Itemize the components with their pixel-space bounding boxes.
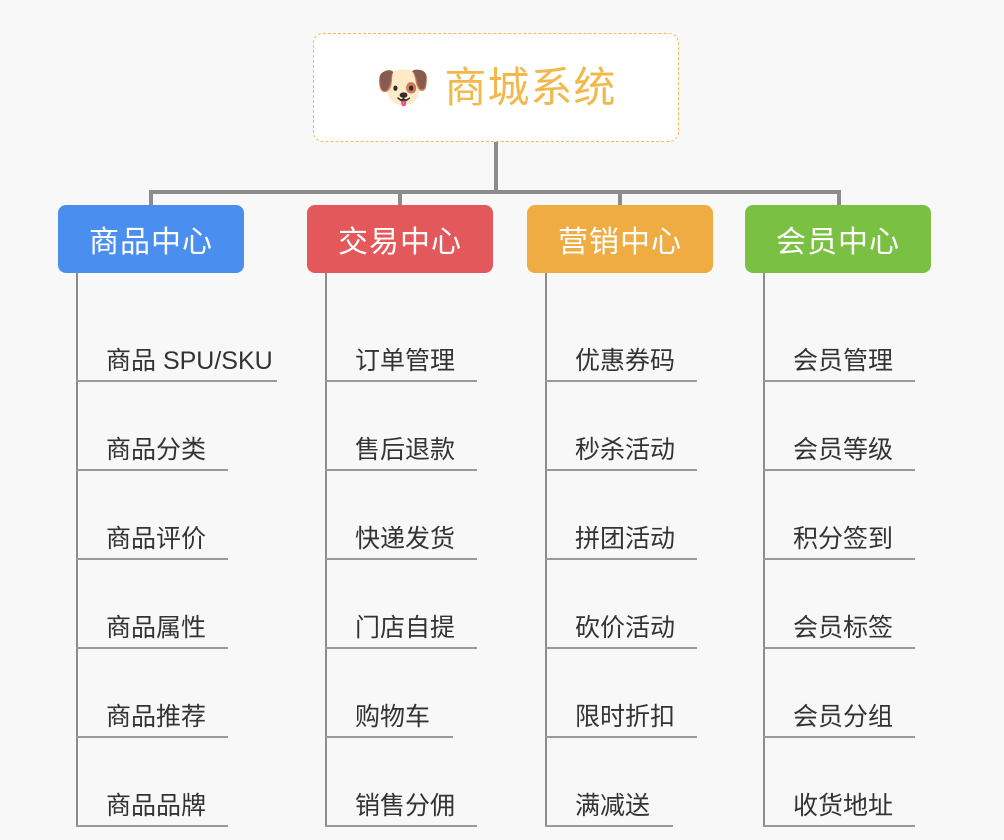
column-member-center: 会员中心会员管理会员等级积分签到会员标签会员分组收货地址	[745, 205, 931, 827]
leaf-spine-trade-center	[325, 273, 327, 827]
leaf-label: 会员标签	[793, 613, 894, 642]
column-trade-center: 交易中心订单管理售后退款快递发货门店自提购物车销售分佣	[307, 205, 493, 827]
connector-drop-trade-center	[398, 190, 402, 208]
leaf-underline	[325, 647, 477, 649]
leaf-item[interactable]: 购物车	[325, 649, 493, 738]
category-header-trade-center[interactable]: 交易中心	[307, 205, 493, 273]
leaf-label: 收货地址	[793, 791, 894, 820]
leaf-spine-product-center	[76, 273, 78, 827]
connector-drop-product-center	[149, 190, 153, 208]
leaf-label: 砍价活动	[575, 613, 676, 642]
leaf-item[interactable]: 商品评价	[76, 471, 244, 560]
leaf-list-product-center: 商品 SPU/SKU 商品分类商品评价商品属性商品推荐商品品牌	[58, 273, 277, 827]
leaf-item[interactable]: 商品 SPU/SKU	[76, 293, 277, 382]
leaf-item[interactable]: 会员标签	[763, 560, 931, 649]
leaf-underline	[763, 380, 915, 382]
leaf-label: 会员等级	[793, 435, 894, 464]
leaf-item[interactable]: 限时折扣	[545, 649, 713, 738]
leaf-underline	[76, 469, 228, 471]
leaf-item[interactable]: 门店自提	[325, 560, 493, 649]
leaf-list-trade-center: 订单管理售后退款快递发货门店自提购物车销售分佣	[307, 273, 493, 827]
category-header-member-center[interactable]: 会员中心	[745, 205, 931, 273]
leaf-item[interactable]: 会员管理	[763, 293, 931, 382]
leaf-item[interactable]: 快递发货	[325, 471, 493, 560]
leaf-label: 商品 SPU/SKU	[106, 346, 273, 375]
leaf-underline	[325, 380, 477, 382]
leaf-item[interactable]: 砍价活动	[545, 560, 713, 649]
leaf-underline	[545, 558, 697, 560]
connector-drop-marketing-center	[618, 190, 622, 208]
leaf-label: 快递发货	[355, 524, 456, 553]
leaf-underline	[76, 558, 228, 560]
leaf-item[interactable]: 积分签到	[763, 471, 931, 560]
connector-horizontal-bus	[149, 190, 841, 194]
root-title: 商城系统	[444, 63, 617, 111]
leaf-item[interactable]: 商品属性	[76, 560, 244, 649]
leaf-spine-marketing-center	[545, 273, 547, 827]
leaf-underline	[545, 825, 673, 827]
leaf-item[interactable]: 收货地址	[763, 738, 931, 827]
leaf-item[interactable]: 商品品牌	[76, 738, 244, 827]
leaf-label: 商品评价	[106, 524, 207, 553]
leaf-item[interactable]: 商品推荐	[76, 649, 244, 738]
leaf-underline	[325, 736, 453, 738]
leaf-label: 会员分组	[793, 702, 894, 731]
leaf-underline	[545, 647, 697, 649]
leaf-item[interactable]: 商品分类	[76, 382, 244, 471]
root-node[interactable]: 🐶 商城系统	[313, 33, 679, 142]
leaf-label: 会员管理	[793, 346, 894, 375]
leaf-spine-member-center	[763, 273, 765, 827]
leaf-list-marketing-center: 优惠券码秒杀活动拼团活动砍价活动限时折扣满减送	[527, 273, 713, 827]
leaf-label: 商品品牌	[106, 791, 207, 820]
leaf-label: 秒杀活动	[575, 435, 676, 464]
leaf-item[interactable]: 会员等级	[763, 382, 931, 471]
leaf-label: 订单管理	[355, 346, 456, 375]
leaf-underline	[763, 469, 915, 471]
leaf-underline	[763, 558, 915, 560]
leaf-label: 满减送	[575, 791, 651, 820]
leaf-underline	[76, 380, 277, 382]
leaf-label: 售后退款	[355, 435, 456, 464]
leaf-list-member-center: 会员管理会员等级积分签到会员标签会员分组收货地址	[745, 273, 931, 827]
leaf-underline	[545, 469, 697, 471]
category-header-marketing-center[interactable]: 营销中心	[527, 205, 713, 273]
leaf-label: 门店自提	[355, 613, 456, 642]
leaf-label: 商品推荐	[106, 702, 207, 731]
leaf-item[interactable]: 售后退款	[325, 382, 493, 471]
leaf-label: 限时折扣	[575, 702, 676, 731]
leaf-underline	[545, 736, 697, 738]
leaf-item[interactable]: 订单管理	[325, 293, 493, 382]
leaf-label: 商品属性	[106, 613, 207, 642]
leaf-underline	[76, 736, 228, 738]
leaf-item[interactable]: 拼团活动	[545, 471, 713, 560]
leaf-label: 拼团活动	[575, 524, 676, 553]
leaf-underline	[76, 647, 228, 649]
leaf-item[interactable]: 秒杀活动	[545, 382, 713, 471]
leaf-underline	[325, 558, 477, 560]
leaf-underline	[763, 736, 915, 738]
column-product-center: 商品中心商品 SPU/SKU 商品分类商品评价商品属性商品推荐商品品牌	[58, 205, 277, 827]
category-header-product-center[interactable]: 商品中心	[58, 205, 244, 273]
leaf-underline	[545, 380, 697, 382]
column-marketing-center: 营销中心优惠券码秒杀活动拼团活动砍价活动限时折扣满减送	[527, 205, 713, 827]
leaf-underline	[325, 469, 477, 471]
leaf-item[interactable]: 会员分组	[763, 649, 931, 738]
dog-face-icon: 🐶	[375, 62, 431, 112]
leaf-label: 商品分类	[106, 435, 207, 464]
leaf-underline	[763, 647, 915, 649]
leaf-item[interactable]: 优惠券码	[545, 293, 713, 382]
connector-drop-member-center	[837, 190, 841, 208]
leaf-underline	[763, 825, 915, 827]
leaf-item[interactable]: 销售分佣	[325, 738, 493, 827]
leaf-label: 销售分佣	[355, 791, 456, 820]
leaf-label: 优惠券码	[575, 346, 676, 375]
connector-root-stem	[494, 142, 498, 192]
leaf-item[interactable]: 满减送	[545, 738, 713, 827]
leaf-underline	[76, 825, 228, 827]
leaf-label: 购物车	[355, 702, 431, 731]
leaf-label: 积分签到	[793, 524, 894, 553]
leaf-underline	[325, 825, 477, 827]
